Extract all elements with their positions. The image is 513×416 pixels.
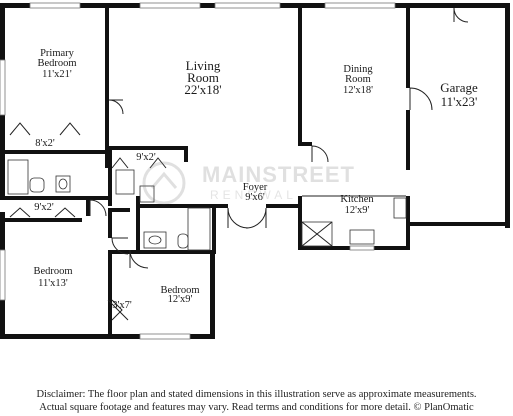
dining-room-name-2: Room (345, 74, 371, 85)
disclaimer-line-2: Actual square footage and features may v… (39, 402, 474, 413)
bedroom-2-dims: 12'x9' (168, 294, 193, 305)
bedroom-1-dims: 11'x13' (38, 278, 68, 289)
door-swings (89, 7, 469, 321)
windows (0, 2, 396, 340)
primary-bedroom-name-2: Bedroom (37, 58, 76, 69)
kitchen-name: Kitchen (340, 194, 374, 205)
dining-room-name-1: Dining (343, 64, 373, 75)
bedroom-2-name: Bedroom (160, 285, 199, 296)
closet-primary-dims: 8'x2' (35, 138, 55, 149)
primary-bedroom-dims: 11'x21' (42, 69, 72, 80)
living-room-dims: 22'x18' (184, 82, 221, 97)
walls (0, 3, 510, 339)
kitchen-dims: 12'x9' (345, 205, 370, 216)
closet-doors (9, 122, 167, 321)
living-room-name-1: Living (186, 58, 221, 73)
bedroom-1-name: Bedroom (33, 266, 72, 277)
closet-hall-dims: 9'x2' (34, 202, 54, 213)
fixtures (7, 159, 407, 251)
living-room-name-2: Room (187, 70, 219, 85)
laundry-dims: 9'x2' (136, 152, 156, 163)
disclaimer-line-1: Disclaimer: The floor plan and stated di… (36, 389, 477, 400)
garage-dims: 11'x23' (441, 94, 478, 109)
room-labels: Primary Bedroom 11'x21' 8'x2' 9'x2' Bedr… (33, 48, 478, 311)
closet-bedroom2-dims: 3'x7' (112, 300, 132, 311)
foyer-dims: 9'x6' (245, 192, 265, 203)
garage-name: Garage (440, 80, 478, 95)
foyer-name: Foyer (243, 182, 268, 193)
dining-room-dims: 12'x18' (343, 85, 373, 96)
primary-bedroom-name-1: Primary (40, 48, 75, 59)
